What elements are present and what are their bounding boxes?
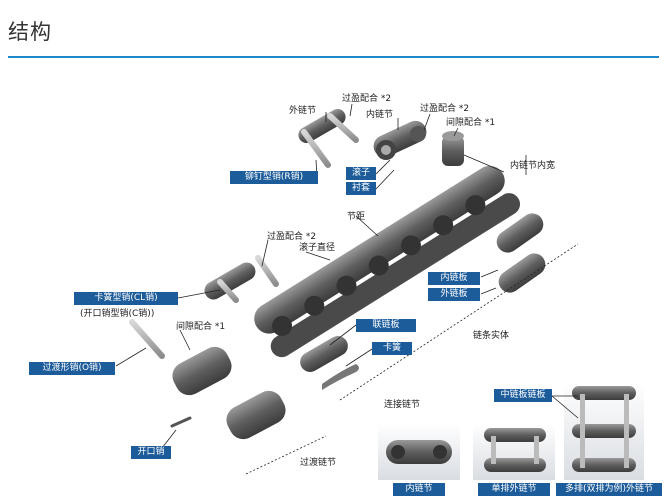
label-interference-fit-2: 过盈配合 *2 — [420, 104, 470, 114]
label-connect-link: 连接链节 — [384, 400, 421, 410]
bush-part — [442, 131, 464, 166]
loose-plates — [496, 213, 546, 293]
box-cotter-pin: 开口销 — [131, 446, 171, 459]
label-clearance-fit-2: 间隙配合 *1 — [176, 322, 226, 332]
label-chain-body: 链条实体 — [473, 331, 510, 341]
label-outer-link: 外链节 — [289, 106, 317, 116]
box-outer-plate: 外链板 — [428, 288, 480, 301]
inner-link-part — [373, 120, 427, 160]
box-offset-pin: 过渡形销(O销) — [29, 362, 115, 375]
box-multi-outer-link: 多排(双排为例)外链节 — [556, 483, 662, 496]
title-divider — [8, 56, 659, 58]
box-bush: 衬套 — [346, 182, 376, 195]
box-single-outer-link: 单排外链节 — [478, 483, 550, 496]
outer-link-part — [298, 109, 359, 168]
label-inner-link: 内链节 — [366, 110, 394, 120]
label-interference-fit-3: 过盈配合 *2 — [267, 232, 317, 242]
multi-outer-link-photo — [564, 382, 644, 480]
label-roller-diameter: 滚子直径 — [299, 243, 336, 253]
connect-plate-part — [300, 336, 359, 390]
box-inner-link-photo: 内链节 — [393, 483, 445, 496]
inner-link-photo — [378, 424, 460, 480]
single-outer-link-photo — [473, 424, 555, 480]
page-title: 结构 — [8, 20, 52, 44]
label-open-pin: (开口销型销(C销)) — [80, 309, 155, 319]
box-spring-clip: 卡簧 — [372, 342, 412, 355]
label-offset-link: 过渡链节 — [300, 458, 337, 468]
label-pitch: 节距 — [347, 212, 366, 222]
offset-link-part — [129, 319, 286, 440]
label-inner-width: 内链节内宽 — [510, 161, 556, 171]
box-clip-pin: 卡簧型销(CL销) — [74, 292, 178, 305]
box-connect-plate: 联链板 — [356, 319, 416, 332]
box-roller: 滚子 — [346, 167, 376, 180]
box-middle-plate: 中链板链板 — [494, 389, 552, 402]
label-interference-fit: 过盈配合 *2 — [342, 94, 392, 104]
box-inner-plate: 内链板 — [428, 272, 480, 285]
chain-body — [254, 165, 521, 358]
box-rivet-pin: 铆钉型销(R销) — [230, 171, 318, 184]
clip-pin-link — [204, 255, 279, 303]
label-clearance-fit: 间隙配合 *1 — [446, 118, 496, 128]
